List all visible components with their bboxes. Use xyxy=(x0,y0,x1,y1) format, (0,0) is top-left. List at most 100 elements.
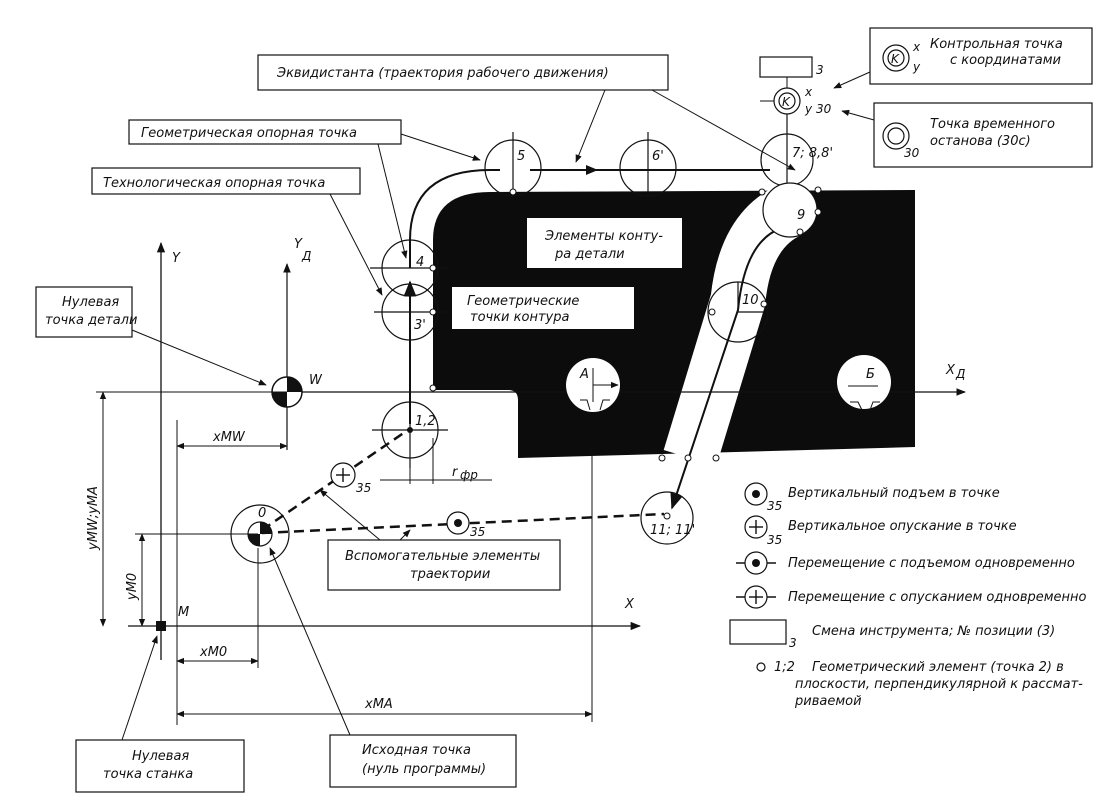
xa-axis-sub: Д xyxy=(955,367,965,381)
point-78-label: 7; 8,8' xyxy=(792,146,833,161)
control-point-x: x xyxy=(804,85,813,99)
legend-move-up-text: Перемещение с подъемом одновременно xyxy=(788,556,1075,571)
equidistant-leader-1 xyxy=(575,89,606,163)
point-5-label: 5 xyxy=(517,149,525,164)
machine-zero-text-1: Нулевая xyxy=(132,749,189,764)
point-4-label: 4 xyxy=(416,255,424,270)
start-point-label: 0 xyxy=(258,506,266,521)
start-point-text-1: Исходная точка xyxy=(362,743,471,758)
contour-point-d xyxy=(509,188,517,196)
geom-ref-label: Геометрическая опорная точка xyxy=(141,126,357,141)
xm0-label: xM0 xyxy=(199,645,227,660)
control-point-y: y xyxy=(804,102,813,116)
hole-a xyxy=(566,358,620,412)
start-point-symbol xyxy=(230,504,290,564)
xmw-label: xMW xyxy=(212,430,246,445)
y-axis-label: Y xyxy=(172,251,181,266)
equidistant-leader-2 xyxy=(651,89,796,171)
machine-zero-marker xyxy=(156,621,166,631)
legend-geom-elem-icon xyxy=(756,662,766,672)
part-zero-label: W xyxy=(309,373,323,388)
control-point-leader xyxy=(833,71,871,89)
legend-vert-up-text: Вертикальный подъем в точке xyxy=(788,486,1000,501)
x-axis-label: X xyxy=(624,597,635,612)
legend-move-down-text: Перемещение с опусканием одновременно xyxy=(788,590,1087,605)
legend-vert-up-sub: 35 xyxy=(767,499,782,513)
aux-elements-callout xyxy=(327,539,561,591)
equidistant-callout xyxy=(257,54,669,91)
contour-point-b xyxy=(429,308,437,316)
hole-b-label: Б xyxy=(866,367,875,382)
ymw-label: yMW;yMA xyxy=(86,486,101,551)
legend-tool-change-icon xyxy=(729,619,787,645)
geom-ref-leader-1 xyxy=(400,133,481,161)
point-11-label: 11; 11' xyxy=(650,523,695,538)
control-point-legend-icon xyxy=(882,44,910,72)
control-point-symbol xyxy=(760,87,801,115)
legend-geom-elem-text-1: Геометрический элемент (точка 2) в xyxy=(812,660,1064,675)
contour-point-m xyxy=(712,454,720,462)
geom-contour-points-box xyxy=(452,287,634,329)
contour-point-k xyxy=(658,454,666,462)
machine-zero-callout xyxy=(75,739,245,793)
point-11-dot xyxy=(663,512,671,520)
legend-vert-down-sub: 35 xyxy=(767,533,782,547)
part-zero-leader xyxy=(131,329,267,386)
plunge-marker-label: 35 xyxy=(356,481,371,495)
start-point-callout xyxy=(329,734,517,788)
aux-elements-text-2: траектории xyxy=(410,567,490,582)
tech-ref-label: Технологическая опорная точка xyxy=(103,176,325,191)
control-point-text-1: Контрольная точка xyxy=(930,37,1063,52)
point-5-circle xyxy=(484,132,542,198)
part-zero-text-2: точка детали xyxy=(45,313,137,328)
contour-point-h xyxy=(796,228,804,236)
legend-vert-down-icon xyxy=(744,515,768,539)
rfr-sub: фр xyxy=(460,468,478,482)
control-point-legend-y: y xyxy=(912,60,921,74)
equidistant-label: Эквидистанта (траектория рабочего движен… xyxy=(276,66,609,81)
xa-axis-label: X xyxy=(945,363,956,378)
ya-axis-sub: Д xyxy=(301,249,311,263)
legend-tool-change-pos: 3 xyxy=(789,636,797,650)
point-3-label: 3' xyxy=(414,318,426,333)
geom-ref-leader-2 xyxy=(377,143,408,259)
aux-elements-leader-2 xyxy=(399,529,411,541)
legend-vert-up-icon xyxy=(744,482,768,506)
contour-point-a xyxy=(429,264,437,272)
xma-label: xMA xyxy=(364,697,393,712)
aux-elements-text-1: Вспомогательные элементы xyxy=(345,549,540,564)
contour-point-c xyxy=(429,384,437,392)
hole-b xyxy=(837,355,891,411)
contour-point-j xyxy=(760,300,768,308)
plunge-marker xyxy=(330,462,356,488)
rfr-label: r xyxy=(452,465,459,480)
legend-geom-elem-text-2: плоскости, перпендикулярной к рассмат- xyxy=(795,677,1083,692)
tech-ref-leader xyxy=(329,193,383,296)
control-point-30: 30 xyxy=(816,102,832,116)
temp-stop-callout xyxy=(873,102,1093,168)
legend-geom-elem-text-3: риваемой xyxy=(794,694,862,709)
tool-change-pos-top: 3 xyxy=(816,63,824,77)
hole-a-label: А xyxy=(579,367,589,382)
legend-move-down-icon xyxy=(736,585,776,609)
point-12-label: 1,2 xyxy=(415,414,436,429)
point-10-label: 10 xyxy=(742,293,759,308)
legend-geom-elem-num: 1;2 xyxy=(774,660,795,675)
control-point-text-2: с координатами xyxy=(950,53,1061,68)
temp-stop-leader xyxy=(841,109,875,121)
contour-elements-label-2: ра детали xyxy=(554,247,625,262)
control-point-k: K xyxy=(782,95,791,109)
legend-tool-change-text: Смена инструмента; № позиции (3) xyxy=(812,624,1055,639)
contour-point-l xyxy=(684,454,692,462)
tech-ref-callout xyxy=(91,167,361,195)
part-zero-callout xyxy=(35,286,133,338)
machine-zero-label: M xyxy=(178,605,189,620)
geom-contour-points-label-1: Геометрические xyxy=(467,294,579,309)
lift-marker xyxy=(446,511,470,535)
contour-point-f xyxy=(814,186,822,194)
machine-zero-text-2: точка станка xyxy=(103,767,193,782)
start-point-leader xyxy=(269,547,351,736)
tool-change-box-top xyxy=(759,56,813,78)
machine-zero-leader xyxy=(121,635,158,741)
